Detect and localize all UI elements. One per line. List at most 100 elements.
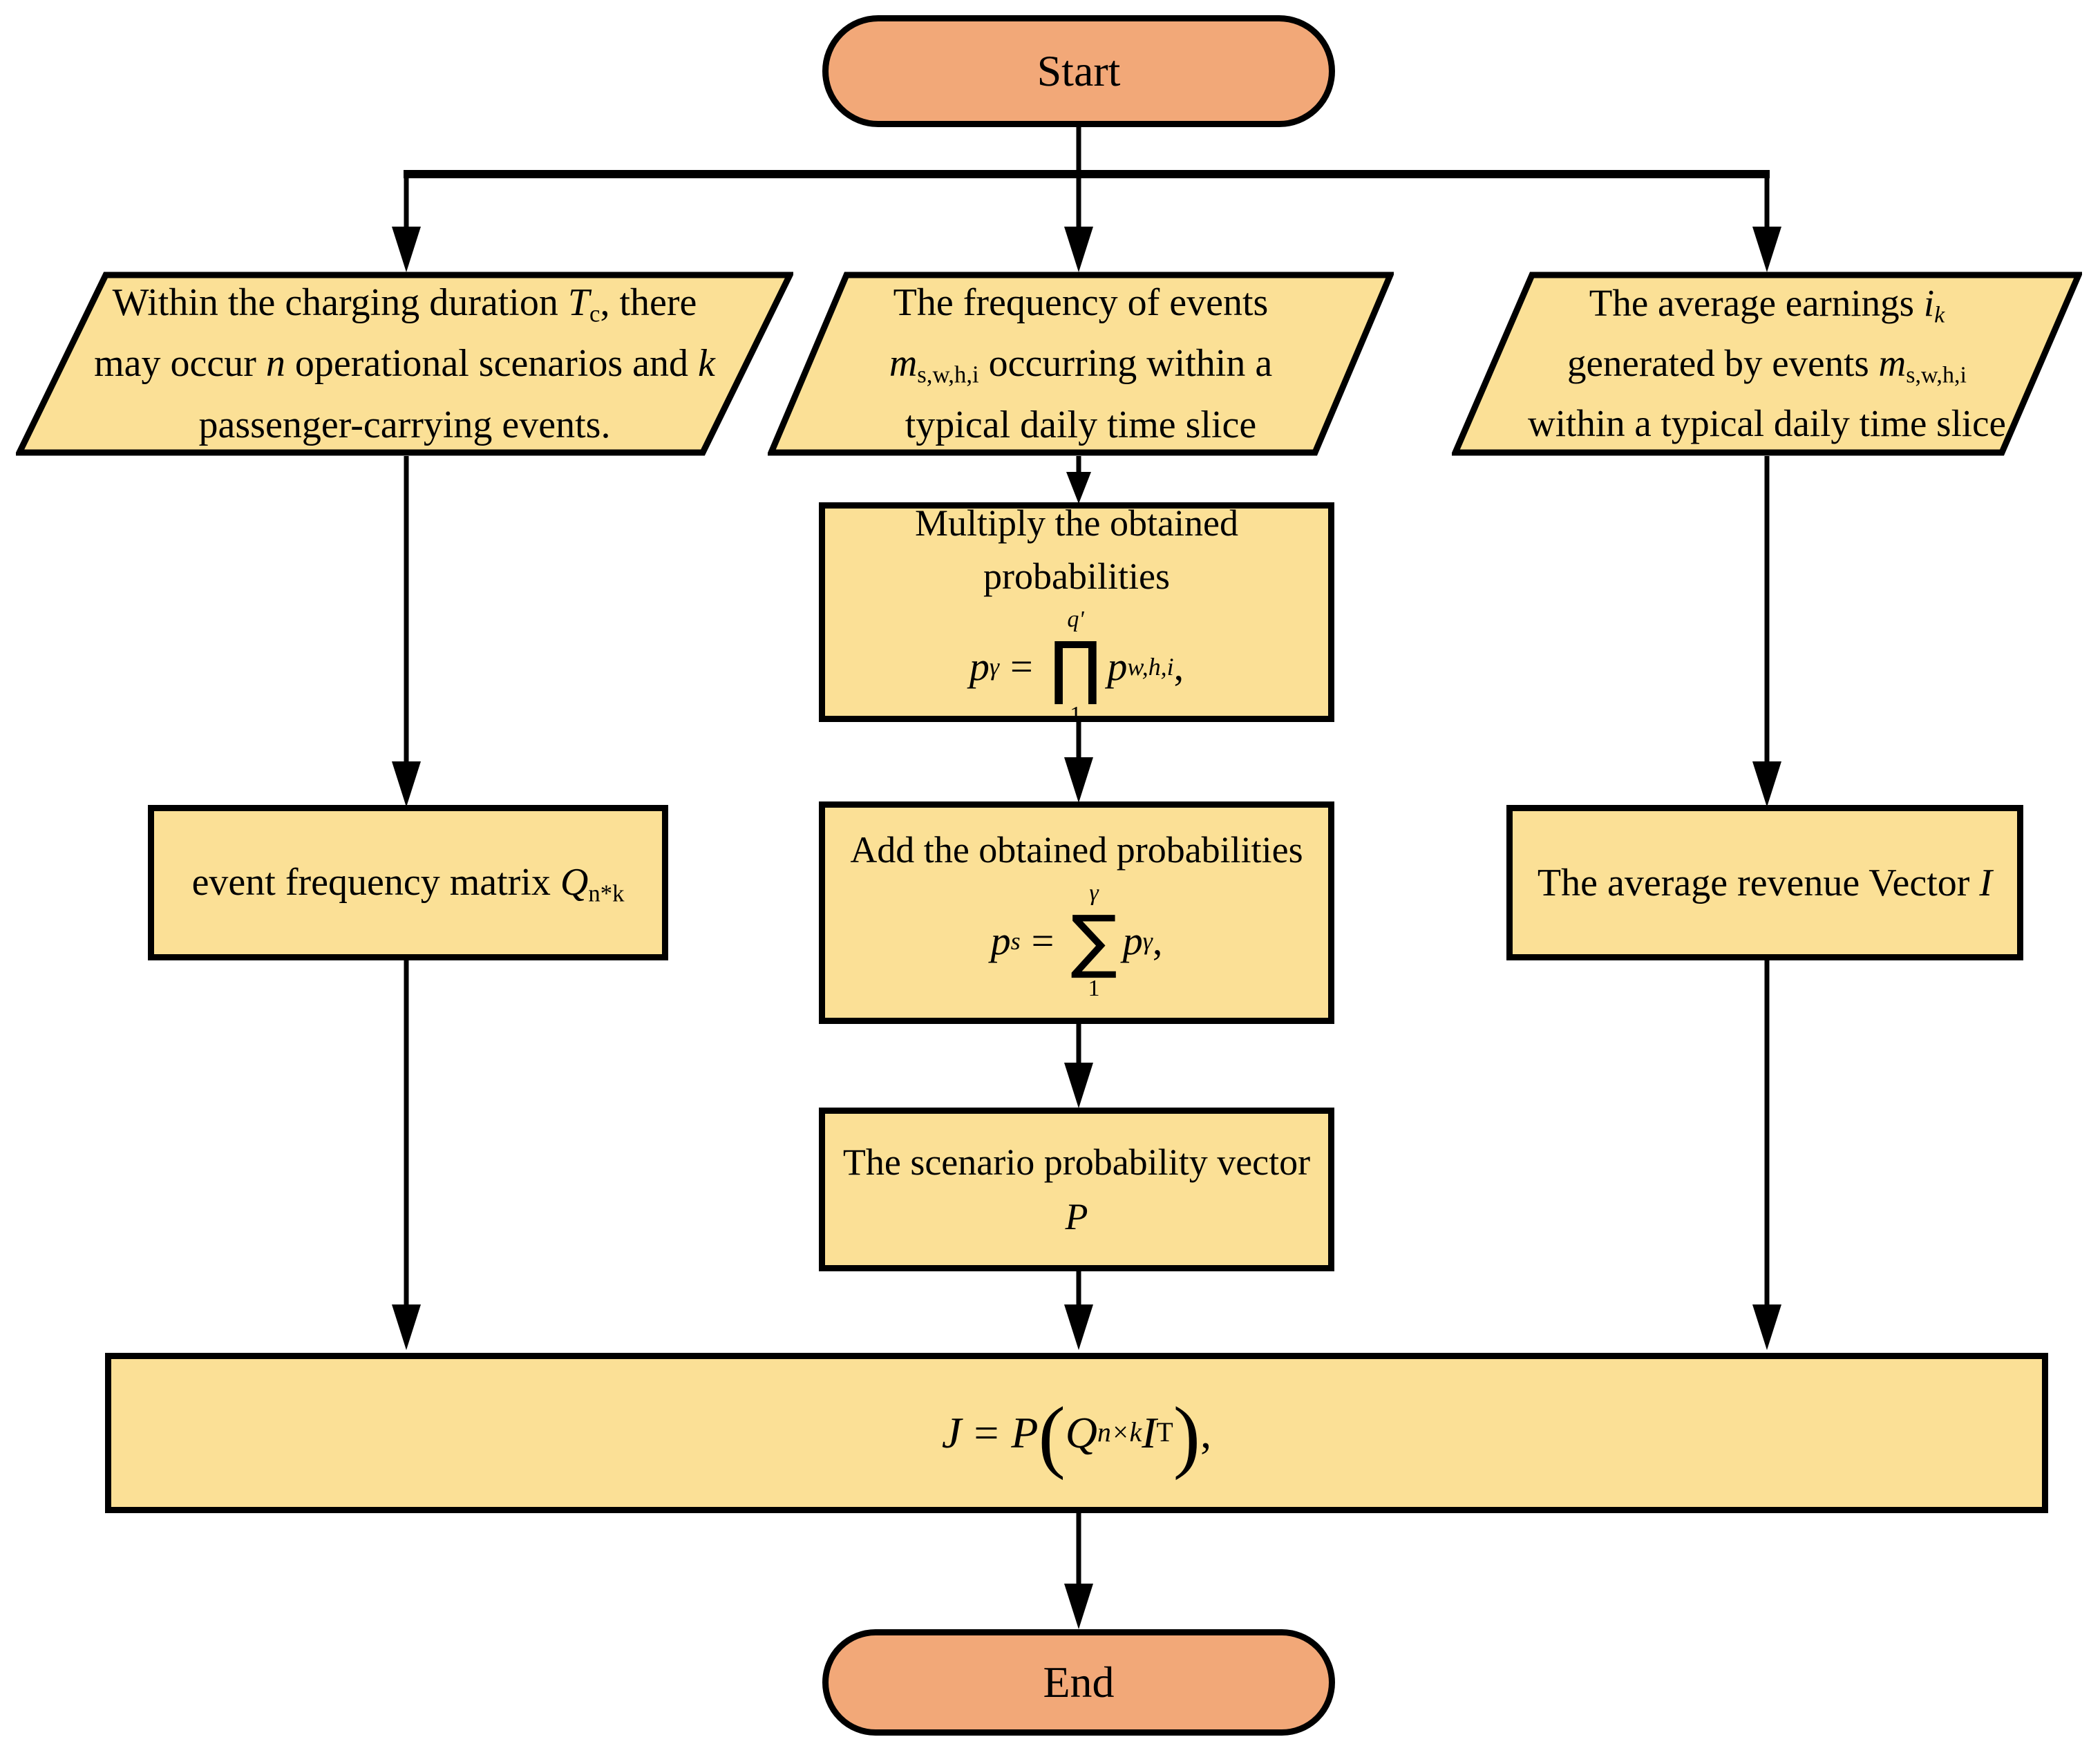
end-label: End [1043,1658,1115,1707]
equals-sign: = [1010,644,1033,690]
text-segment: within a typical daily time slice [1528,402,2006,445]
formula-p: p [1107,644,1128,690]
product-symbol: ∏ [1049,626,1102,708]
connector-input-mid-to-multiply [1076,456,1081,475]
formula-p: p [969,644,990,690]
input-mid-line1: The frequency of events [893,272,1269,333]
comma: , [1173,644,1184,690]
text-segment: , there [600,281,697,324]
arrowhead-into-event-matrix [392,761,421,807]
connector-revenue-to-final [1764,960,1770,1309]
arrowhead-into-add [1064,757,1093,803]
var-Q-sub: n×k [1097,1417,1142,1448]
var-P: P [1065,1195,1088,1237]
connector-right-to-revenue [1764,456,1770,767]
product-lower-limit: 1 [1070,701,1082,728]
text-segment: typical daily time slice [905,403,1257,446]
var-m-sub: s,w,h,i [1906,362,1967,388]
input-mid-line3: typical daily time slice [905,395,1257,455]
revenue-line: The average revenue Vector I [1538,854,1992,912]
sum-lower-limit: 1 [1088,975,1100,1001]
connector-branch-right [1764,173,1770,229]
io-parallelogram-right [1452,272,2082,456]
connector-branch-mid [1076,173,1081,229]
arrowhead-into-input-left [392,227,421,272]
io-parallelogram-left-text: Within the charging duration Tc, there m… [16,272,793,456]
text-segment: Add the obtained probabilities [850,828,1303,871]
var-n: n [265,342,285,386]
text-segment: The scenario probability vector [842,1141,1311,1184]
end-terminal: End [822,1629,1335,1736]
formula-p: p [990,918,1011,964]
connector-left-to-event-matrix [404,456,409,767]
text-segment: occurring within a [978,342,1273,386]
comma: , [1152,918,1163,964]
text-segment: The frequency of events [893,281,1269,324]
connector-multiply-to-add [1076,722,1081,761]
multiply-title-line1: Multiply the obtained [915,497,1238,550]
arrowhead-into-multiply [1066,472,1091,504]
formula-p-sub: γ [1142,927,1153,955]
arrowhead-into-input-right [1752,227,1781,272]
arrowhead-into-end [1064,1584,1093,1629]
input-right-line3: within a typical daily time slice [1528,394,2006,454]
io-parallelogram-right-text: The average earnings ik generated by eve… [1452,272,2082,456]
scenario-line1: The scenario probability vector [843,1135,1310,1189]
var-I: I [1979,861,1993,904]
equals-sign: = [1031,918,1054,964]
text-segment: Within the charging duration [112,281,568,324]
product-operator: q' ∏ 1 [1050,607,1102,728]
var-Q-sub: n*k [588,880,625,907]
process-scenario: The scenario probability vector P [819,1108,1334,1271]
var-J: J [941,1408,962,1457]
start-terminal: Start [822,15,1335,127]
var-P: P [1011,1408,1039,1457]
sum-upper-limit: γ [1089,880,1099,907]
arrowhead-left-into-final [392,1304,421,1350]
var-m-sub: s,w,h,i [917,361,979,388]
var-i-sub: k [1934,302,1945,328]
input-left-line2: may occur n operational scenarios and k [94,333,715,394]
event-matrix-line: event frequency matrix Qn*k [192,853,625,912]
arrowhead-right-into-final [1752,1304,1781,1350]
formula-p-sub: s [1010,927,1021,955]
equals-sign: = [974,1408,999,1457]
var-i: i [1923,281,1935,324]
scenario-line2: P [1066,1190,1088,1244]
formula-p: p [1122,918,1143,964]
sum-operator: γ ∑ 1 [1070,880,1117,1001]
formula-p-sub: γ [989,653,999,681]
var-I: I [1142,1408,1157,1457]
arrowhead-into-scenario [1064,1063,1093,1108]
connector-add-to-scenario [1076,1024,1081,1065]
start-label: Start [1037,46,1121,95]
add-title: Add the obtained probabilities [850,824,1303,877]
connector-branch-horizontal [404,170,1770,178]
text-segment: The average revenue Vector [1537,861,1980,904]
io-parallelogram-mid-text: The frequency of events ms,w,h,i occurri… [768,272,1394,456]
input-right-line1: The average earnings ik [1589,274,1945,334]
var-m: m [1878,342,1907,385]
text-segment: event frequency matrix [191,861,560,904]
process-event-matrix: event frequency matrix Qn*k [148,805,668,960]
arrowhead-mid-into-final [1064,1304,1093,1350]
var-T-sub: c [589,300,600,328]
text-segment: operational scenarios and [285,342,699,386]
io-parallelogram-left [16,272,793,456]
text-segment: may occur [94,342,266,386]
input-left-line1: Within the charging duration Tc, there [113,272,697,334]
var-Q: Q [1065,1408,1098,1457]
var-T: T [567,281,590,324]
multiply-title-line2: probabilities [983,550,1170,603]
process-revenue: The average revenue Vector I [1506,805,2023,960]
arrowhead-into-revenue [1752,761,1781,807]
connector-final-to-end [1076,1513,1081,1588]
connector-start-stem [1076,126,1081,174]
input-left-line3: passenger-carrying events. [199,395,611,455]
text-segment: probabilities [983,555,1170,597]
io-parallelogram-mid [768,272,1394,456]
arrowhead-into-input-mid [1064,227,1093,272]
